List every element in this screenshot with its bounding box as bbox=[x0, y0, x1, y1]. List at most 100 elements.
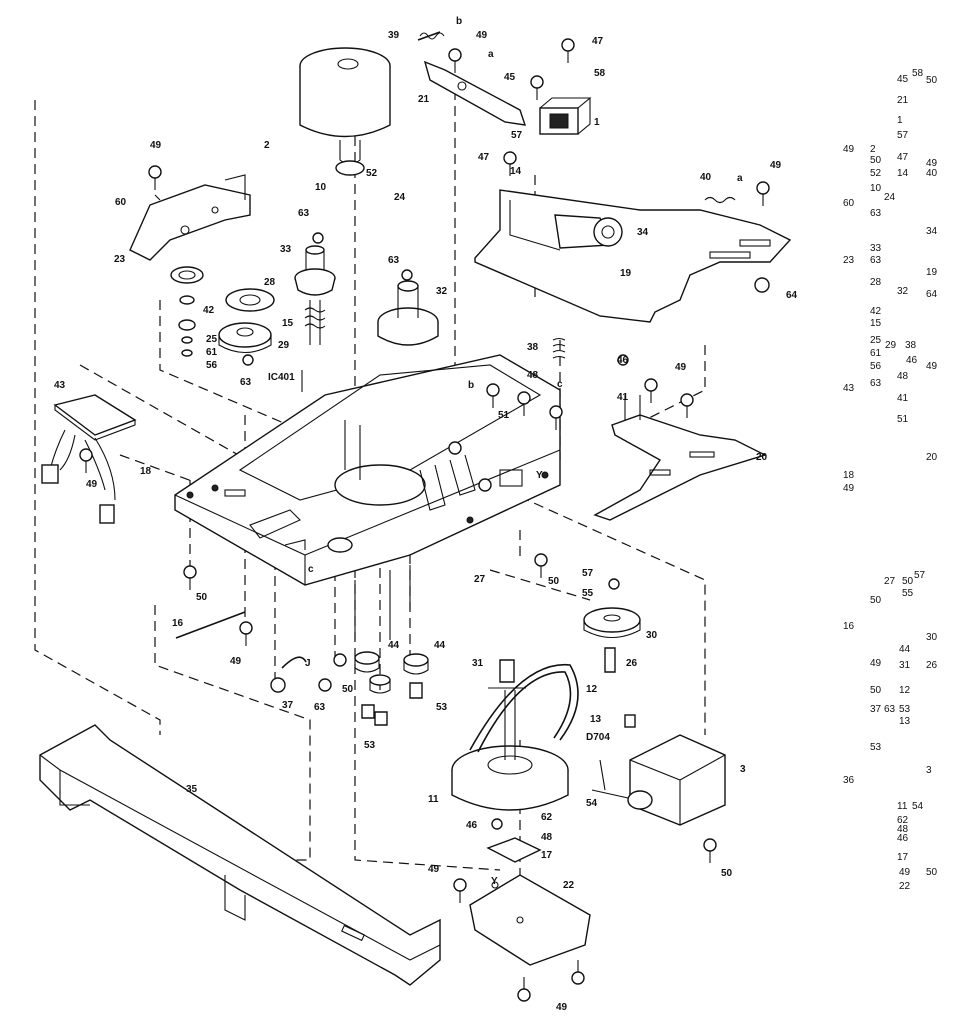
gear-stack-left bbox=[170, 266, 275, 357]
callout-42: 42 bbox=[203, 305, 215, 316]
callout-63-c: 63 bbox=[240, 377, 252, 388]
index-entry-r19b: 29 bbox=[885, 340, 897, 351]
index-entry-r7b: 14 bbox=[897, 168, 909, 179]
callout-49-right: 49 bbox=[770, 160, 782, 171]
callout-55: 55 bbox=[582, 588, 594, 599]
callout-15: 15 bbox=[282, 318, 294, 329]
callout-45: 45 bbox=[504, 72, 516, 83]
index-entry-r25: 41 bbox=[897, 393, 909, 404]
callout-37: 37 bbox=[282, 700, 294, 711]
callout-50-d: 50 bbox=[721, 868, 733, 879]
index-entry-r18: 15 bbox=[870, 318, 882, 329]
callout-52: 52 bbox=[366, 168, 378, 179]
index-entry-r16a: 32 bbox=[897, 286, 909, 297]
callout-54: 54 bbox=[586, 798, 598, 809]
callout-63-b: 63 bbox=[388, 255, 400, 266]
callout-20: 20 bbox=[756, 452, 768, 463]
callout-labels: 39 b 49 a 21 47 45 58 1 57 47 14 2 49 60… bbox=[54, 16, 798, 1013]
callout-41: 41 bbox=[617, 392, 629, 403]
index-entry-r37c: 53 bbox=[899, 704, 911, 715]
callout-60: 60 bbox=[115, 197, 127, 208]
callout-46-right: 46 bbox=[617, 355, 629, 366]
index-entry-r5a: 49 bbox=[843, 144, 855, 155]
callout-1: 1 bbox=[594, 117, 600, 128]
callout-b-mid: b bbox=[468, 380, 474, 391]
part-35-rail bbox=[39, 724, 441, 986]
callout-29: 29 bbox=[278, 340, 290, 351]
callout-61: 61 bbox=[206, 347, 218, 358]
callout-17: 17 bbox=[541, 850, 553, 861]
callout-34: 34 bbox=[637, 227, 649, 238]
index-entry-r28: 18 bbox=[843, 470, 855, 481]
callout-11: 11 bbox=[428, 794, 439, 805]
index-entry-r10b: 63 bbox=[870, 208, 882, 219]
index-entry-r46a: 49 bbox=[899, 867, 911, 878]
callout-c-lower: c bbox=[308, 564, 314, 575]
index-entry-r40b: 3 bbox=[926, 765, 932, 776]
callout-49-br: 49 bbox=[675, 362, 687, 373]
index-entry-r20: 61 bbox=[870, 348, 882, 359]
callout-10: 10 bbox=[315, 182, 327, 193]
index-entry-r17: 42 bbox=[870, 306, 882, 317]
index-entry-r1a: 45 bbox=[897, 74, 909, 85]
index-entry-r23: 48 bbox=[897, 371, 909, 382]
index-entry-r29: 49 bbox=[843, 483, 855, 494]
index-entry-r40a: 36 bbox=[843, 775, 855, 786]
callout-48-low: 48 bbox=[541, 832, 553, 843]
part-20-bracket bbox=[593, 395, 767, 521]
callout-32: 32 bbox=[436, 286, 448, 297]
index-entry-r27: 20 bbox=[926, 452, 938, 463]
callout-64: 64 bbox=[786, 290, 798, 301]
index-entry-r19c: 38 bbox=[905, 340, 917, 351]
index-entry-r39: 53 bbox=[870, 742, 882, 753]
callout-y-low: Y bbox=[491, 876, 498, 887]
index-entry-r35c: 26 bbox=[926, 660, 938, 671]
index-entry-r10a: 60 bbox=[843, 198, 855, 209]
callout-16: 16 bbox=[172, 618, 184, 629]
index-entry-r15: 28 bbox=[870, 277, 882, 288]
callout-b-top: b bbox=[456, 16, 462, 27]
callout-33: 33 bbox=[280, 244, 292, 255]
callout-18: 18 bbox=[140, 466, 152, 477]
callout-19: 19 bbox=[620, 268, 632, 279]
index-entry-r2: 21 bbox=[897, 95, 909, 106]
index-entry-r30c: 57 bbox=[914, 570, 926, 581]
index-entry-r34: 44 bbox=[899, 644, 911, 655]
callout-56-left: 56 bbox=[206, 360, 218, 371]
callout-47-top: 47 bbox=[592, 36, 604, 47]
index-entry-r36a: 50 bbox=[870, 685, 882, 696]
callout-22: 22 bbox=[563, 880, 575, 891]
part-1-solenoid bbox=[539, 97, 592, 135]
index-entry-r4: 57 bbox=[897, 130, 909, 141]
index-entry-r37a: 37 bbox=[870, 704, 882, 715]
index-entry-r24b: 63 bbox=[870, 378, 882, 389]
index-entry-r24a: 43 bbox=[843, 383, 855, 394]
index-entry-r1c: 50 bbox=[926, 75, 938, 86]
callout-40: 40 bbox=[700, 172, 712, 183]
callout-47-mid: 47 bbox=[478, 152, 490, 163]
index-entry-r44: 46 bbox=[897, 833, 909, 844]
index-entry-r12: 33 bbox=[870, 243, 882, 254]
screws bbox=[79, 38, 770, 1002]
index-entry-r1b: 58 bbox=[912, 68, 924, 79]
part-23-bracket bbox=[129, 174, 251, 261]
callout-49-left: 49 bbox=[150, 140, 162, 151]
callout-49-top: 49 bbox=[476, 30, 488, 41]
callout-43: 43 bbox=[54, 380, 66, 391]
index-entry-r26: 51 bbox=[897, 414, 909, 425]
callout-31: 31 bbox=[472, 658, 484, 669]
callout-44-a: 44 bbox=[388, 640, 400, 651]
callout-35: 35 bbox=[186, 784, 198, 795]
part-2-motor bbox=[299, 47, 391, 176]
callout-44-b: 44 bbox=[434, 640, 446, 651]
index-entry-r16b: 64 bbox=[926, 289, 938, 300]
callout-53-b: 53 bbox=[364, 740, 376, 751]
index-entry-r32: 16 bbox=[843, 621, 855, 632]
index-entry-r6b: 47 bbox=[897, 152, 909, 163]
index-entry-r30a: 27 bbox=[884, 576, 896, 587]
index-entry-r22b: 49 bbox=[926, 361, 938, 372]
callout-49-end: 49 bbox=[556, 1002, 568, 1013]
callout-30: 30 bbox=[646, 630, 658, 641]
